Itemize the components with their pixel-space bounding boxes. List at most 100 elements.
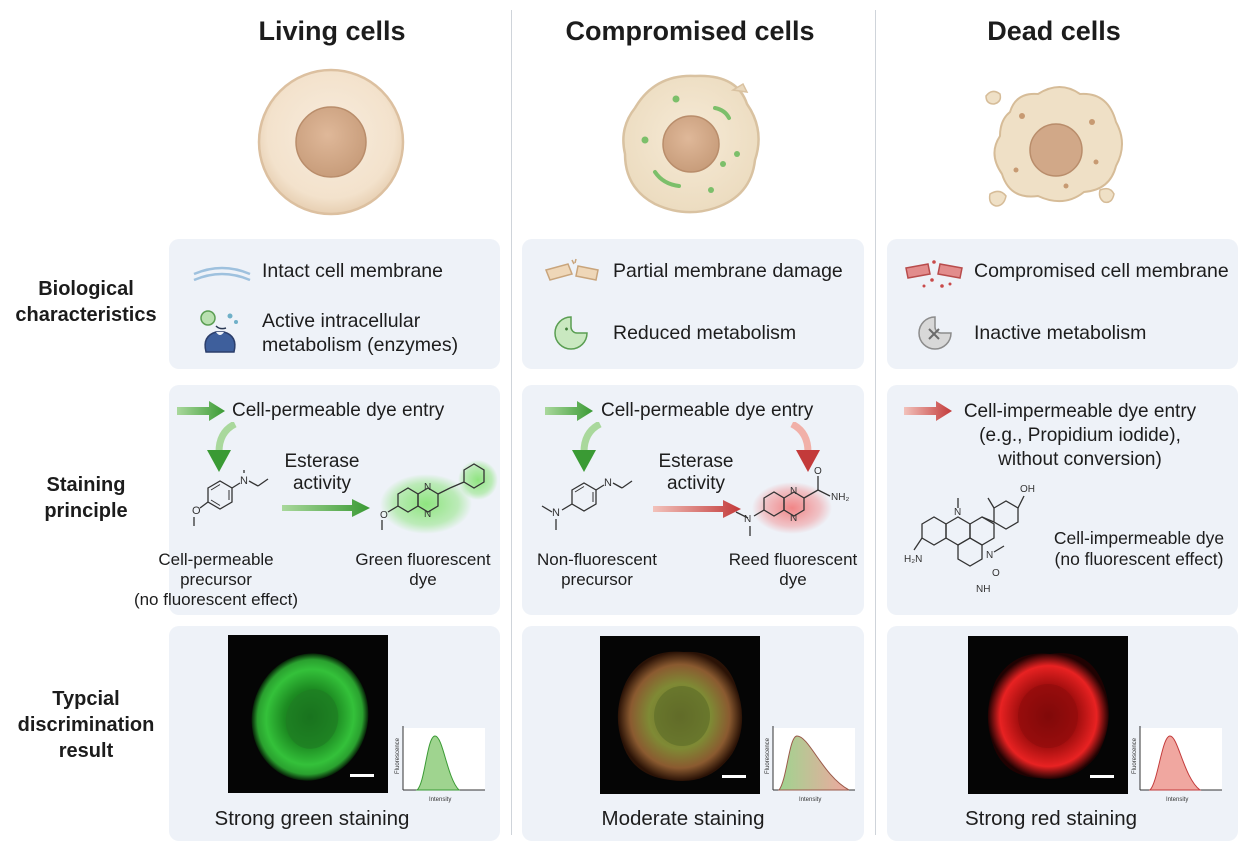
pi-o-atom: O [992, 568, 1000, 579]
living-precursor-line2: precursor [180, 570, 252, 589]
pi-h2n-group: H₂N [904, 554, 922, 565]
dead-staining-panel [887, 385, 1238, 615]
living-char-metabolism: Active intracellular metabolism (enzymes… [262, 309, 458, 357]
compromised-precursor-n-atom-2: N [552, 507, 560, 519]
compromised-precursor-structure: N N [541, 477, 633, 530]
compromised-esterase-line2: activity [666, 473, 726, 494]
compromised-result-caption: Moderate staining [601, 807, 765, 830]
compromised-precursor-line1: Non-fluorescent [536, 550, 657, 569]
dead-dye-line1: Cell-impermeable dye [1053, 528, 1225, 548]
compromised-entry-text: Cell-permeable dye entry [601, 400, 814, 421]
pi-n-atom-2: N [986, 550, 993, 561]
living-product-line2: dye [409, 570, 437, 589]
row-label-biological-line2: characteristics [15, 304, 157, 326]
intact-membrane-icon [193, 266, 251, 282]
row-label-staining: Staining principle [0, 472, 172, 524]
dead-entry-arrow-icon [904, 401, 952, 421]
column-divider-1 [511, 10, 512, 835]
compromised-product-line1: Reed fluorescent [728, 550, 858, 569]
dead-histogram: Fluorescence Intensity [1132, 726, 1222, 803]
dead-cell-illustration [985, 86, 1123, 207]
dead-dye-label: Cell-impermeable dye (no fluorescent eff… [1044, 528, 1234, 570]
compromised-char-membrane: Partial membrane damage [613, 260, 843, 282]
row-label-staining-line2: principle [44, 500, 128, 522]
living-esterase-text: Esterase activity [280, 451, 364, 495]
living-esterase-line1: Esterase [284, 451, 360, 472]
compromised-precursor-line2: precursor [561, 570, 633, 589]
living-precursor-n-atom: N [240, 475, 248, 487]
living-cells-title: Living cells [258, 16, 406, 46]
row-label-biological: Biological characteristics [0, 276, 172, 328]
dead-entry-line1: Cell-impermeable dye entry [963, 401, 1197, 422]
dead-entry-line3: without conversion) [998, 449, 1162, 470]
living-precursor-line3: (no fluorescent effect) [133, 590, 299, 609]
living-esterase-line2: activity [292, 473, 352, 494]
living-precursor-structure: N O [192, 470, 269, 526]
dead-scalebar [1090, 775, 1114, 778]
row-label-result-line3: result [58, 740, 114, 762]
compromised-precursor-n-atom-1: N [604, 477, 612, 489]
living-entry-arrow-icon [177, 401, 225, 421]
living-char-metabolism-line2: metabolism (enzymes) [262, 334, 459, 356]
living-histogram: Fluorescence Intensity [395, 726, 485, 803]
dead-histogram-x-label: Intensity [1166, 797, 1188, 803]
living-down-arrow-icon [207, 422, 237, 472]
green-dye-n-atom-1: N [424, 482, 431, 493]
row-label-result-line2: discrimination [17, 714, 155, 736]
green-fluorescent-structure: N N O [380, 460, 498, 534]
dead-characteristics-panel [887, 239, 1238, 369]
compromised-histogram-x-label: Intensity [799, 797, 821, 803]
compromised-esterase-text: Esterase activity [653, 451, 739, 495]
living-precursor-o-atom: O [192, 505, 201, 517]
dead-char-metabolism: Inactive metabolism [974, 322, 1147, 344]
dead-dye-line2: (no fluorescent effect) [1054, 549, 1224, 569]
compromised-scalebar [722, 775, 746, 778]
dead-char-membrane: Compromised cell membrane [974, 260, 1229, 282]
compromised-conversion-arrow-icon [653, 500, 741, 518]
inactive-metabolism-icon [918, 316, 952, 350]
pi-n-atom-1: N [954, 507, 961, 518]
dead-micrograph [968, 636, 1128, 794]
living-conversion-arrow-icon [282, 499, 370, 517]
living-result-caption: Strong green staining [214, 807, 410, 830]
living-histogram-x-label: Intensity [429, 797, 451, 803]
compromised-char-metabolism: Reduced metabolism [613, 322, 797, 344]
compromised-product-label: Reed fluorescent dye [718, 550, 868, 590]
red-fluorescent-structure: N N O NH₂ N [735, 466, 849, 536]
green-dye-n-atom-2: N [424, 509, 431, 520]
compromised-membrane-icon [905, 260, 963, 288]
dead-entry-line2: (e.g., Propidium iodide), [979, 425, 1181, 446]
red-dye-n-atom-3: N [744, 514, 751, 525]
compromised-entry-arrow-icon [545, 401, 593, 421]
red-dye-nh2-group: NH₂ [831, 492, 849, 503]
row-label-biological-line1: Biological [38, 278, 134, 300]
compromised-histogram-y-label: Fluorescence [765, 737, 771, 774]
row-label-staining-line1: Staining [46, 474, 126, 496]
living-histogram-y-label: Fluorescence [395, 737, 401, 774]
living-product-line1: Green fluorescent [355, 550, 491, 569]
red-dye-n-atom-1: N [790, 486, 797, 497]
row-label-result: Typcial discrimination result [0, 686, 172, 764]
compromised-precursor-label: Non-fluorescent precursor [524, 550, 670, 590]
compromised-down-arrow-green-icon [572, 422, 602, 472]
column-divider-2 [875, 10, 876, 835]
living-cell-illustration [257, 68, 405, 216]
compromised-cell-illustration [622, 74, 760, 214]
compromised-product-line2: dye [779, 570, 807, 589]
pi-oh-group: OH [1020, 484, 1035, 495]
living-precursor-line1: Cell-permeable [158, 550, 274, 569]
compromised-down-arrow-red-icon [790, 422, 820, 472]
living-char-membrane: Intact cell membrane [262, 260, 443, 282]
propidium-iodide-structure: N OH N O NH H₂N [904, 484, 1035, 595]
pi-nh-group: NH [976, 584, 990, 595]
red-dye-o-atom: O [814, 466, 822, 477]
dead-entry-text: Cell-impermeable dye entry (e.g., Propid… [948, 400, 1212, 472]
red-dye-n-atom-2: N [790, 513, 797, 524]
dead-cells-title: Dead cells [987, 16, 1121, 46]
green-dye-o-atom: O [380, 510, 388, 521]
compromised-esterase-line1: Esterase [658, 451, 734, 472]
enzyme-icon [200, 310, 238, 353]
living-char-metabolism-line1: Active intracellular [262, 310, 421, 332]
row-label-result-line1: Typcial [52, 688, 120, 710]
living-scalebar [350, 774, 374, 777]
